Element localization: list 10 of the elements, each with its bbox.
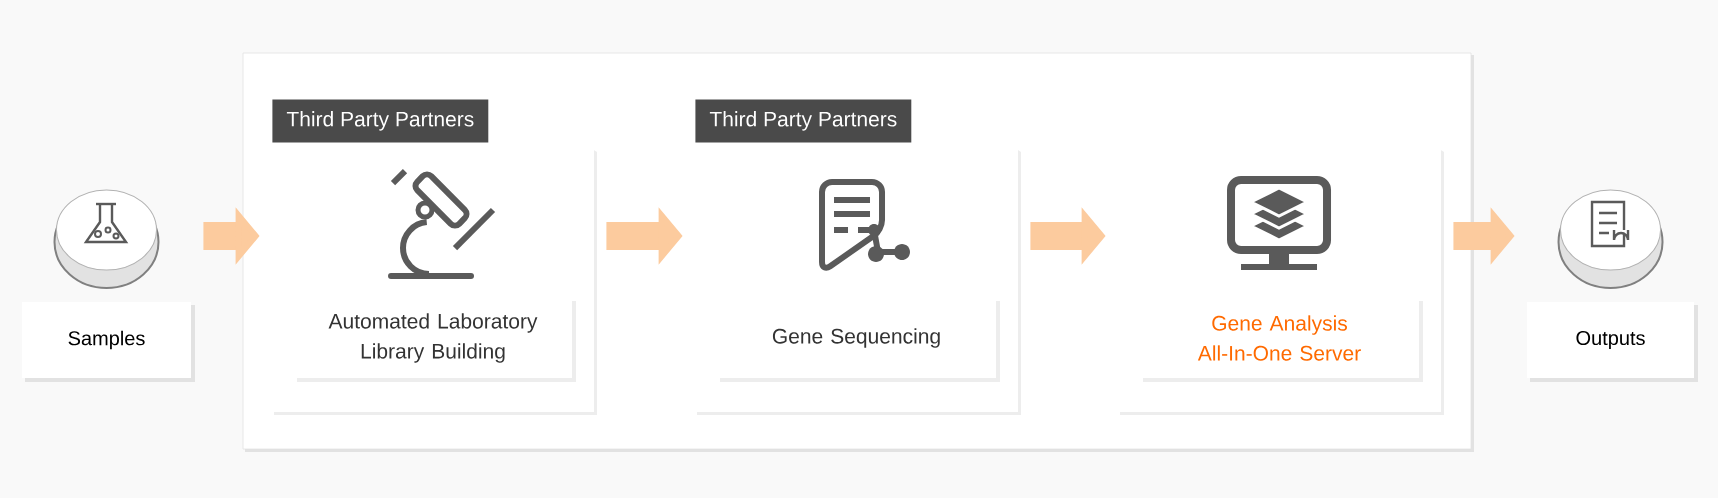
- label-box: Gene Sequencing: [717, 298, 1000, 382]
- label-box: Automated Laboratory Library Building: [294, 298, 576, 382]
- card: [695, 99, 1021, 415]
- card: [272, 99, 597, 415]
- label-box: Outputs: [1527, 302, 1698, 382]
- label-box: Gene Analysis All-In-One Server: [1140, 298, 1423, 382]
- tab-label: Third Party Partners: [272, 99, 489, 143]
- label-box: Samples: [22, 302, 195, 382]
- card: [1118, 123, 1444, 415]
- tab-label: Third Party Partners: [695, 99, 912, 143]
